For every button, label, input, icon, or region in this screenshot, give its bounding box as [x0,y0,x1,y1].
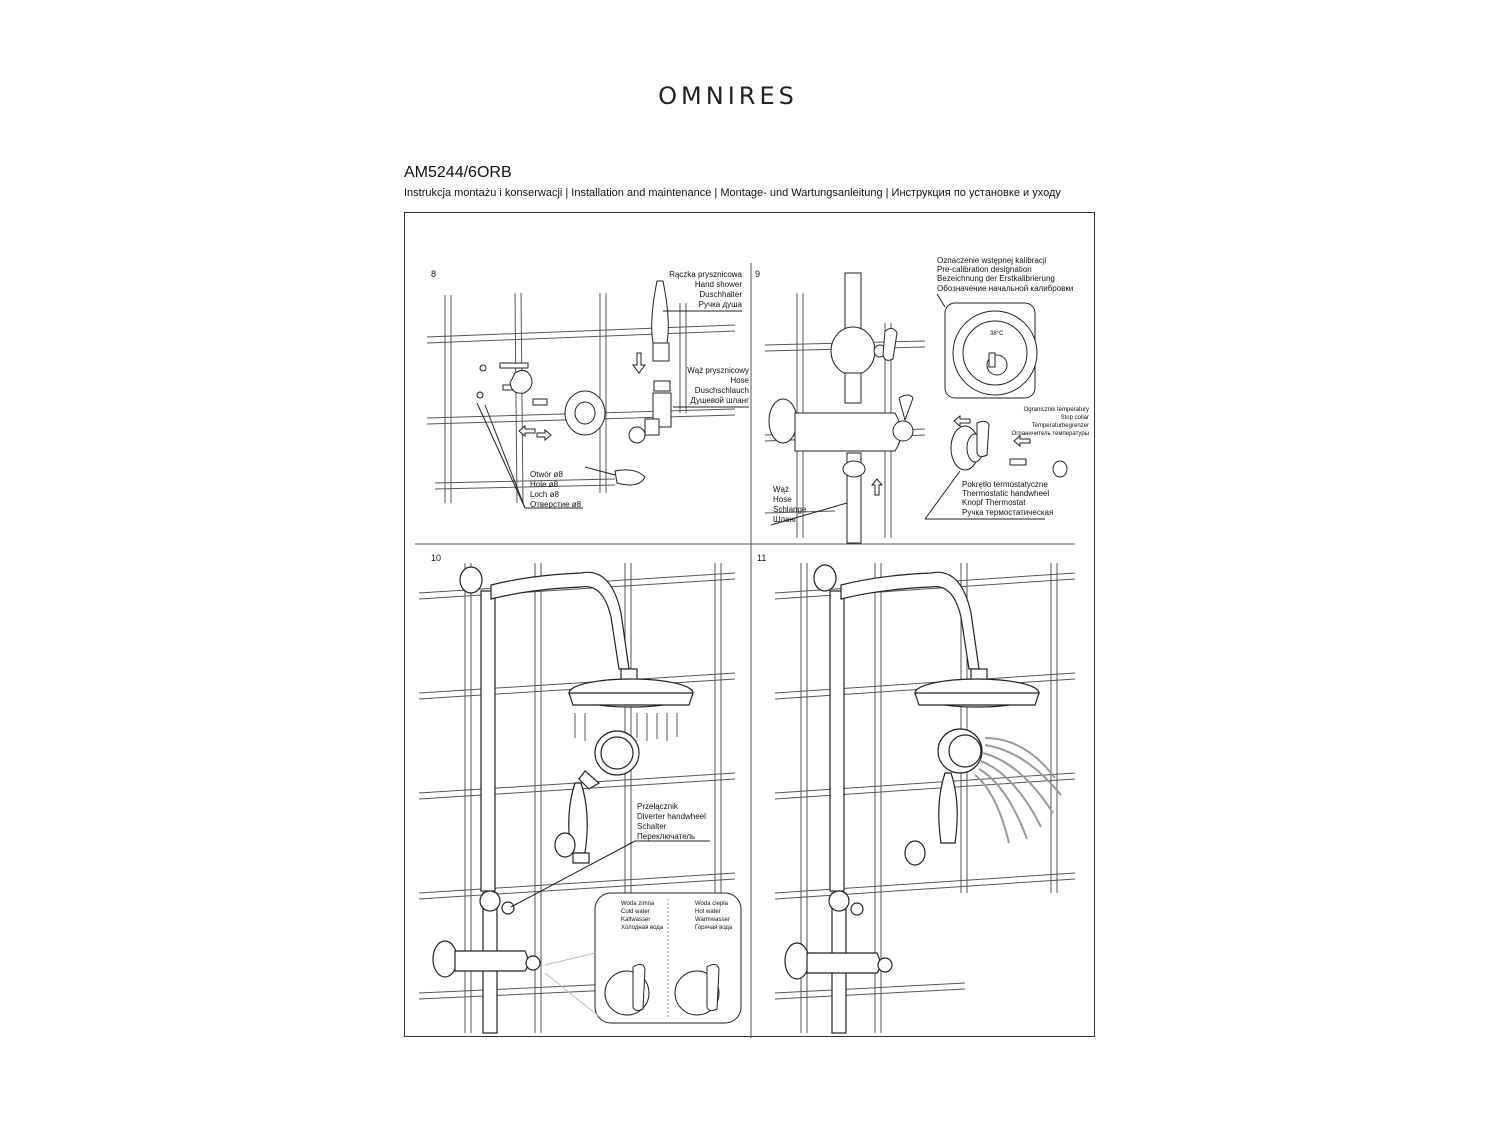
instruction-illustrations: 8 [415,256,1089,1038]
label-hose-8: Wąż prysznicowy Hose Duschschlauch Душев… [673,366,750,408]
water-spray-10 [574,713,678,741]
svg-text:Hose: Hose [773,495,792,504]
svg-text:Loch ø8: Loch ø8 [530,490,559,499]
svg-text:Обозначение начальной калибров: Обозначение начальной калибровки [937,284,1073,293]
label-stop-collar: Ogranicznik temperatury Stop collar Temp… [1012,407,1089,437]
svg-text:Warmwasser: Warmwasser [695,917,730,923]
label-handwheel: Pokrętło termostatyczne Thermostatic han… [924,470,1053,520]
svg-text:Hand shower: Hand shower [695,280,742,289]
svg-text:Hose: Hose [730,376,749,385]
svg-text:Woda ciepła: Woda ciepła [695,901,729,907]
step-number-8: 8 [431,269,436,279]
svg-text:Duschschlauch: Duschschlauch [695,386,749,395]
svg-text:Pokrętło termostatyczne: Pokrętło termostatyczne [962,480,1048,489]
arrows-9 [870,414,1031,496]
shower-column-11 [784,564,1040,1034]
svg-text:Wąż prysznicowy: Wąż prysznicowy [687,366,749,375]
svg-text:Kaltwasser: Kaltwasser [621,917,650,923]
shower-column-10 [432,566,694,1034]
svg-text:Холодная вода: Холодная вода [621,925,664,931]
label-cold-water: Woda zimna Cold water Kaltwasser Холодна… [621,901,664,931]
panel-step-11: 11 [757,553,1076,1034]
svg-text:Шланг: Шланг [773,515,797,524]
svg-text:Отверстие ø8: Отверстие ø8 [530,500,582,509]
label-hot-water: Woda ciepła Hot water Warmwasser Горячая… [695,901,733,931]
svg-text:Ограничитель температуры: Ограничитель температуры [1012,431,1089,437]
svg-text:Wąż: Wąż [773,485,789,494]
label-hole: Otwór ø8 Hole ø8 Loch ø8 Отверстие ø8 [530,470,582,509]
svg-text:Otwór ø8: Otwór ø8 [530,470,563,479]
svg-text:Duschhalter: Duschhalter [699,290,742,299]
panel-step-10: 10 [418,553,742,1034]
svg-text:Hole ø8: Hole ø8 [530,480,559,489]
svg-text:Cold water: Cold water [621,909,650,915]
svg-text:Ручка душа: Ручка душа [699,300,743,309]
svg-text:Stop collar: Stop collar [1061,415,1089,421]
svg-text:Knopf Thermostat: Knopf Thermostat [962,498,1026,507]
svg-text:Przełącznik: Przełącznik [637,802,679,811]
panel-step-9: 9 [755,256,1089,544]
water-spray-11 [974,737,1062,844]
svg-text:Diverter handwheel: Diverter handwheel [637,812,706,821]
svg-text:Переключатель: Переключатель [637,832,695,841]
thermostat-valve [768,272,914,544]
dial-temperature: 38°C [990,331,1004,337]
svg-text:Rączka prysznicowa: Rączka prysznicowa [669,270,742,279]
instruction-frame: 8 [404,212,1095,1038]
label-diverter: Przełącznik Diverter handwheel Schalter … [510,802,710,908]
step-number-9: 9 [755,269,760,279]
svg-text:Pre-calibration designation: Pre-calibration designation [937,265,1032,274]
model-number: AM5244/6ORB [404,164,512,181]
svg-text:Temperaturbegrenzer: Temperaturbegrenzer [1032,423,1089,429]
svg-text:Schalter: Schalter [637,822,667,831]
svg-text:Bezeichnung der Erstkalibrieru: Bezeichnung der Erstkalibrierung [937,274,1055,283]
document-subtitle: Instrukcja montażu i konserwacji | Insta… [404,187,1061,199]
svg-text:Ручка термостатическая: Ручка термостатическая [962,508,1053,517]
wall-bracket-parts [476,362,646,444]
svg-text:Woda zimna: Woda zimna [621,901,655,907]
hand-shower-8 [644,280,672,436]
svg-text:Душевой шланг: Душевой шланг [690,396,749,405]
svg-text:Thermostatic handwheel: Thermostatic handwheel [962,489,1049,498]
arrows-8 [518,352,646,442]
svg-text:Горячая вода: Горячая вода [695,925,733,931]
label-calibration: Oznaczenie wstępnej kalibracji Pre-calib… [936,256,1073,308]
svg-text:Oznaczenie wstępnej kalibracji: Oznaczenie wstępnej kalibracji [937,256,1047,265]
svg-text:Schlange: Schlange [773,505,807,514]
step-number-11: 11 [757,553,766,563]
svg-text:Ogranicznik temperatury: Ogranicznik temperatury [1024,407,1089,413]
step-number-10: 10 [431,553,441,563]
label-hand-shower: Rączka prysznicowa Hand shower Duschhalt… [663,270,743,312]
screwdriver [476,402,646,509]
calibration-dial [944,302,1038,399]
brand-logo: OMNIRES [658,82,798,110]
label-hose-9: Wąż Hose Schlange Шланг [770,485,848,526]
diverter-inset [544,892,742,1024]
handwheel-parts [950,420,1068,478]
svg-text:Hot water: Hot water [695,909,721,915]
panel-step-8: 8 [426,269,750,509]
